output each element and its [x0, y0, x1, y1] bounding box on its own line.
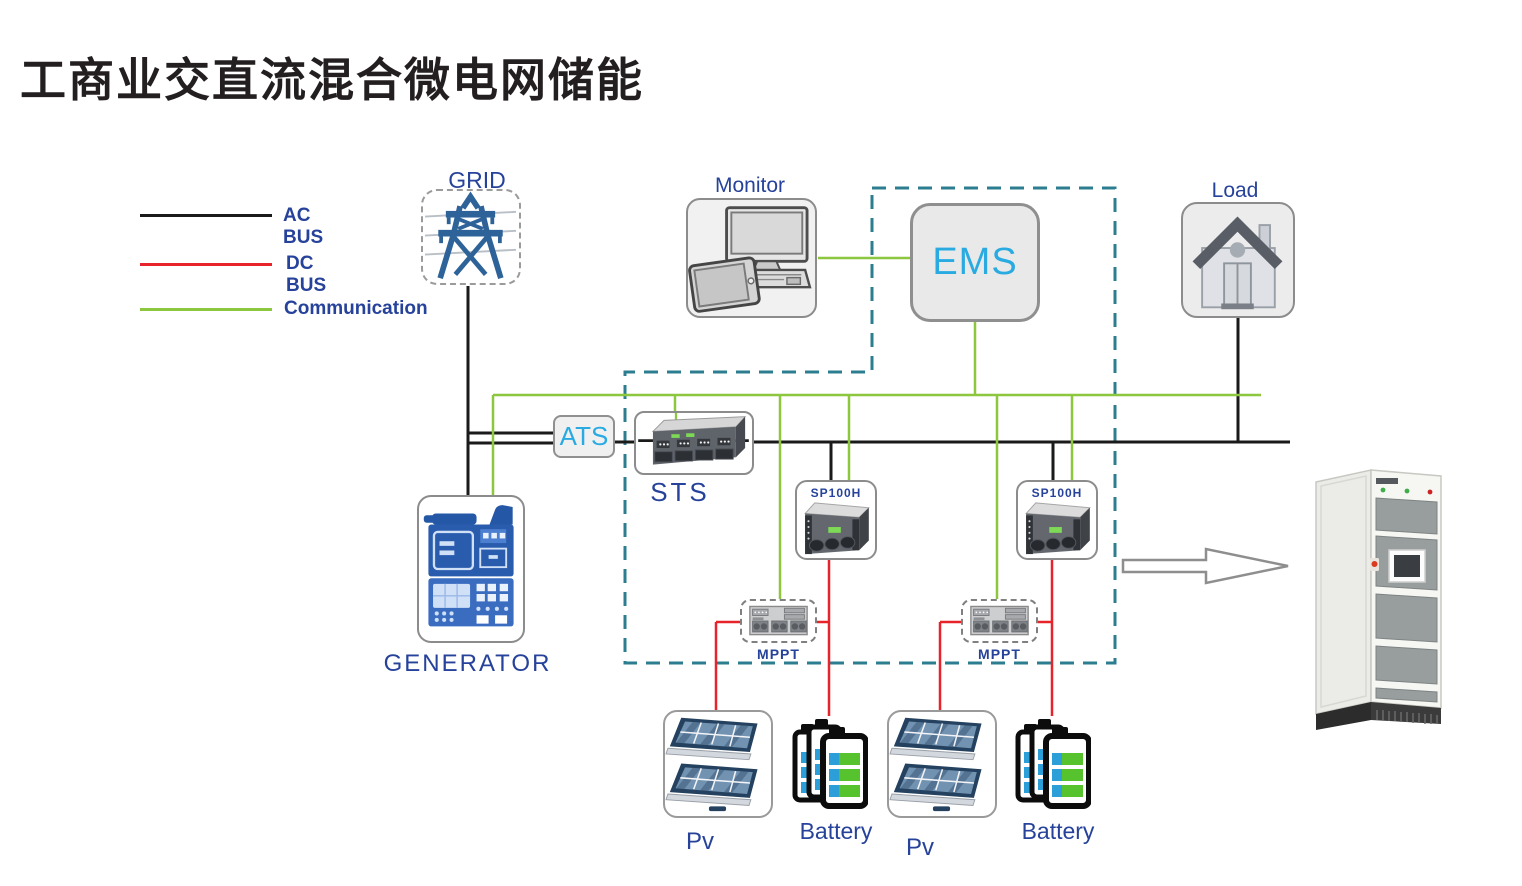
sp100h-1-node: SP100H: [795, 480, 877, 560]
legend-communication-label: Communication: [284, 298, 428, 319]
generator-node: [417, 495, 525, 643]
transmission-tower-icon: [424, 191, 517, 280]
dc-bus-lines: [714, 559, 1054, 716]
system-boundary-dashed: [623, 186, 1117, 665]
sts-label: STS: [650, 477, 710, 507]
sts-node: [634, 411, 754, 475]
legend-dc-bus-label: DC BUS: [286, 253, 327, 296]
legend-dc-bus-line: [140, 263, 272, 266]
arrow-icon: [1121, 547, 1289, 585]
monitor-node: [686, 198, 817, 318]
generator-label: GENERATOR: [383, 650, 552, 677]
battery-2-label: Battery: [1021, 818, 1095, 844]
solar-panel-icon: [889, 717, 982, 812]
mppt-1-node: [740, 599, 817, 643]
battery-icon: [792, 719, 868, 809]
legend-communication-line: [140, 308, 272, 311]
sp100h-1-label: SP100H: [810, 486, 862, 500]
mppt-1-label: MPPT: [757, 646, 800, 662]
pv-2-node: [887, 710, 997, 818]
communication-lines: [491, 256, 1261, 601]
house-icon: [1192, 216, 1283, 310]
sp100h-2-label: SP100H: [1031, 486, 1083, 500]
sp100h-2-node: SP100H: [1016, 480, 1098, 560]
ats-label: ATS: [559, 421, 609, 451]
battery-1-label: Battery: [799, 818, 873, 844]
grid-node: [421, 189, 521, 285]
page-title: 工商业交直流混合微电网储能: [20, 54, 644, 106]
inverter-server-icon: [1025, 502, 1091, 555]
grid-label: GRID: [448, 167, 506, 193]
ats-node: ATS: [553, 415, 615, 458]
battery-2-node: [1015, 714, 1091, 810]
mppt-2-label: MPPT: [978, 646, 1021, 662]
battery-icon: [1015, 719, 1091, 809]
battery-1-node: [792, 714, 868, 810]
monitor-label: Monitor: [714, 174, 786, 197]
pv-1-node: [663, 710, 773, 818]
ems-node: EMS: [910, 203, 1040, 322]
generator-icon: [423, 505, 514, 627]
pv-2-label: Pv: [905, 834, 934, 861]
load-label: Load: [1211, 179, 1259, 202]
mppt-converter-icon: [970, 605, 1029, 636]
mppt-2-node: [961, 599, 1038, 643]
solar-panel-icon: [665, 717, 758, 812]
ems-label: EMS: [932, 241, 1018, 283]
pv-1-label: Pv: [685, 828, 714, 855]
ac-bus-lines: [466, 286, 1290, 497]
mppt-converter-icon: [749, 605, 808, 636]
inverter-server-icon: [804, 502, 870, 555]
storage-cabinet-image: [1315, 469, 1442, 730]
legend-ac-bus-label: AC BUS: [283, 205, 324, 248]
server-rack-icon: [638, 413, 749, 465]
legend-ac-bus-line: [140, 214, 272, 217]
load-node: [1181, 202, 1295, 318]
computer-monitor-icon: [688, 206, 812, 313]
